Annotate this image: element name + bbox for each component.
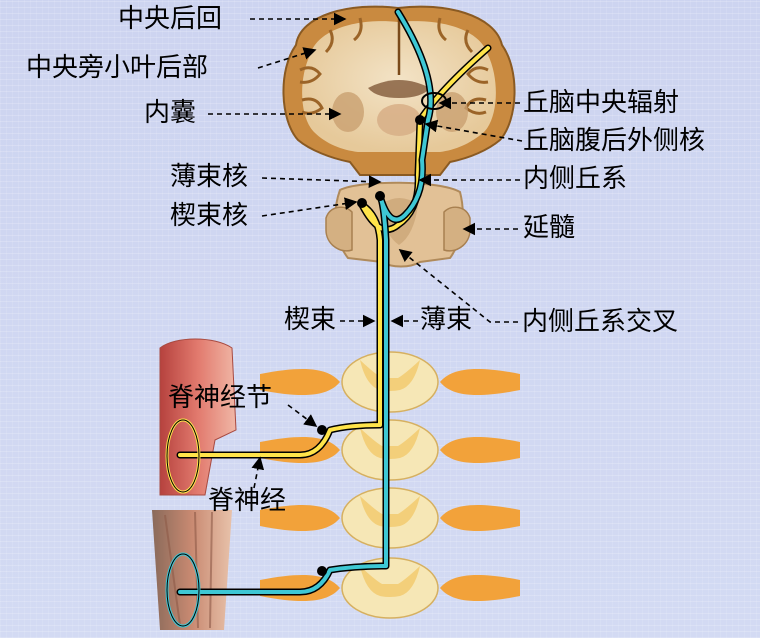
- label-spinal-nerve: 脊神经: [208, 486, 287, 516]
- label-spinal-ganglion: 脊神经节: [168, 383, 273, 413]
- ganglion-dot-lower: [317, 566, 327, 576]
- cuneate-nucleus-dot: [357, 198, 367, 208]
- label-medial-lemniscus: 内侧丘系: [523, 164, 628, 194]
- label-internal-capsule: 内囊: [144, 98, 197, 128]
- label-vpl-nucleus: 丘脑腹后外侧核: [523, 126, 706, 156]
- label-gracile-nucleus: 薄束核: [170, 162, 249, 192]
- spinal-segment: [260, 487, 520, 549]
- brain-section: [282, 5, 516, 176]
- lower-limb-muscle: [152, 510, 232, 630]
- label-cuneate-nucleus: 楔束核: [170, 201, 249, 231]
- label-thalamic-radiation: 丘脑中央辐射: [523, 88, 680, 118]
- gracile-nucleus-dot: [375, 191, 385, 201]
- spinal-cord: [260, 351, 520, 619]
- ganglion-dot-upper: [317, 425, 327, 435]
- spinal-segment: [260, 419, 520, 481]
- receptor-upper: [166, 419, 200, 493]
- label-medulla: 延髓: [523, 213, 576, 243]
- label-central-gyrus: 中央后回: [118, 4, 223, 34]
- label-lemniscal-decussation: 内侧丘系交叉: [522, 307, 679, 337]
- label-paracentral-lobule: 中央旁小叶后部: [26, 53, 209, 83]
- label-gracile-fasciculus: 薄束: [420, 305, 473, 335]
- spinal-segment: [260, 557, 520, 619]
- spinal-segment: [260, 351, 520, 413]
- vpl-nucleus-dot: [415, 115, 425, 125]
- leader-lines: [208, 12, 523, 489]
- nuclei-dots: [317, 115, 425, 576]
- label-cuneate-fasciculus: 楔束: [284, 305, 337, 335]
- receptor-lower: [166, 553, 200, 627]
